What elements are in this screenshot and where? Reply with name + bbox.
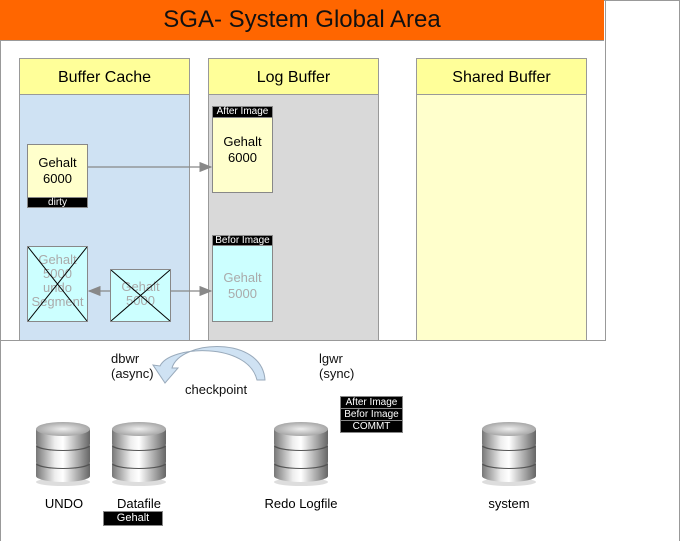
shared-buffer-body — [416, 95, 587, 341]
block-value: 6000 — [43, 171, 72, 186]
redo-tags: After Image Befor Image COMMT — [340, 396, 403, 433]
redo-tag: After Image — [341, 397, 402, 409]
block-value: 5000 — [43, 266, 72, 281]
redo-tag: COMMT — [341, 421, 402, 432]
old-value-block: Gehalt 5000 — [110, 269, 171, 322]
redo-tag: Befor Image — [341, 409, 402, 421]
block-text: Gehalt — [38, 155, 77, 170]
database-icon — [273, 420, 329, 486]
database-icon — [35, 420, 91, 486]
database-icon — [481, 420, 537, 486]
shared-buffer-header: Shared Buffer — [416, 58, 587, 95]
datafile-label: Datafile — [116, 496, 162, 511]
process-name: lgwr — [319, 351, 343, 366]
log-buffer-header: Log Buffer — [208, 58, 379, 95]
before-image-block: Gehalt 5000 — [212, 245, 273, 322]
process-mode: (async) — [111, 366, 154, 381]
system-label: system — [488, 496, 530, 511]
datafile-tag: Gehalt 6000 — [103, 511, 163, 537]
sga-title: SGA- System Global Area — [0, 0, 604, 41]
block-value: 5000 — [228, 286, 257, 301]
cross-icon — [111, 270, 170, 321]
database-icon — [111, 420, 167, 486]
buffer-cache-header: Buffer Cache — [19, 58, 190, 95]
dirty-block: Gehalt 6000 — [27, 144, 88, 198]
arrows — [87, 161, 266, 384]
checkpoint-label: checkpoint — [185, 382, 248, 397]
process-mode: (sync) — [319, 366, 355, 381]
block-value: 6000 — [228, 150, 257, 165]
lgwr-label: lgwr (sync) — [319, 351, 354, 381]
block-text: Segment — [31, 294, 84, 309]
dbwr-label: dbwr (async) — [111, 351, 154, 381]
after-image-block: Gehalt 6000 — [212, 117, 273, 193]
undo-label: UNDO — [44, 496, 84, 511]
undo-segment-block: Gehalt 5000 undo Segment — [27, 246, 88, 322]
block-text: Gehalt — [223, 134, 262, 149]
block-text: Gehalt — [223, 270, 262, 285]
cross-icon — [28, 247, 87, 321]
block-text: Gehalt — [121, 279, 160, 294]
dirty-tag: dirty — [27, 197, 88, 208]
block-value: 5000 — [126, 293, 155, 308]
process-name: dbwr — [111, 351, 140, 366]
block-text: undo — [43, 280, 72, 295]
redo-logfile-label: Redo Logfile — [264, 496, 338, 511]
checkpoint-arrow — [151, 346, 266, 384]
block-text: Gehalt — [38, 252, 77, 267]
